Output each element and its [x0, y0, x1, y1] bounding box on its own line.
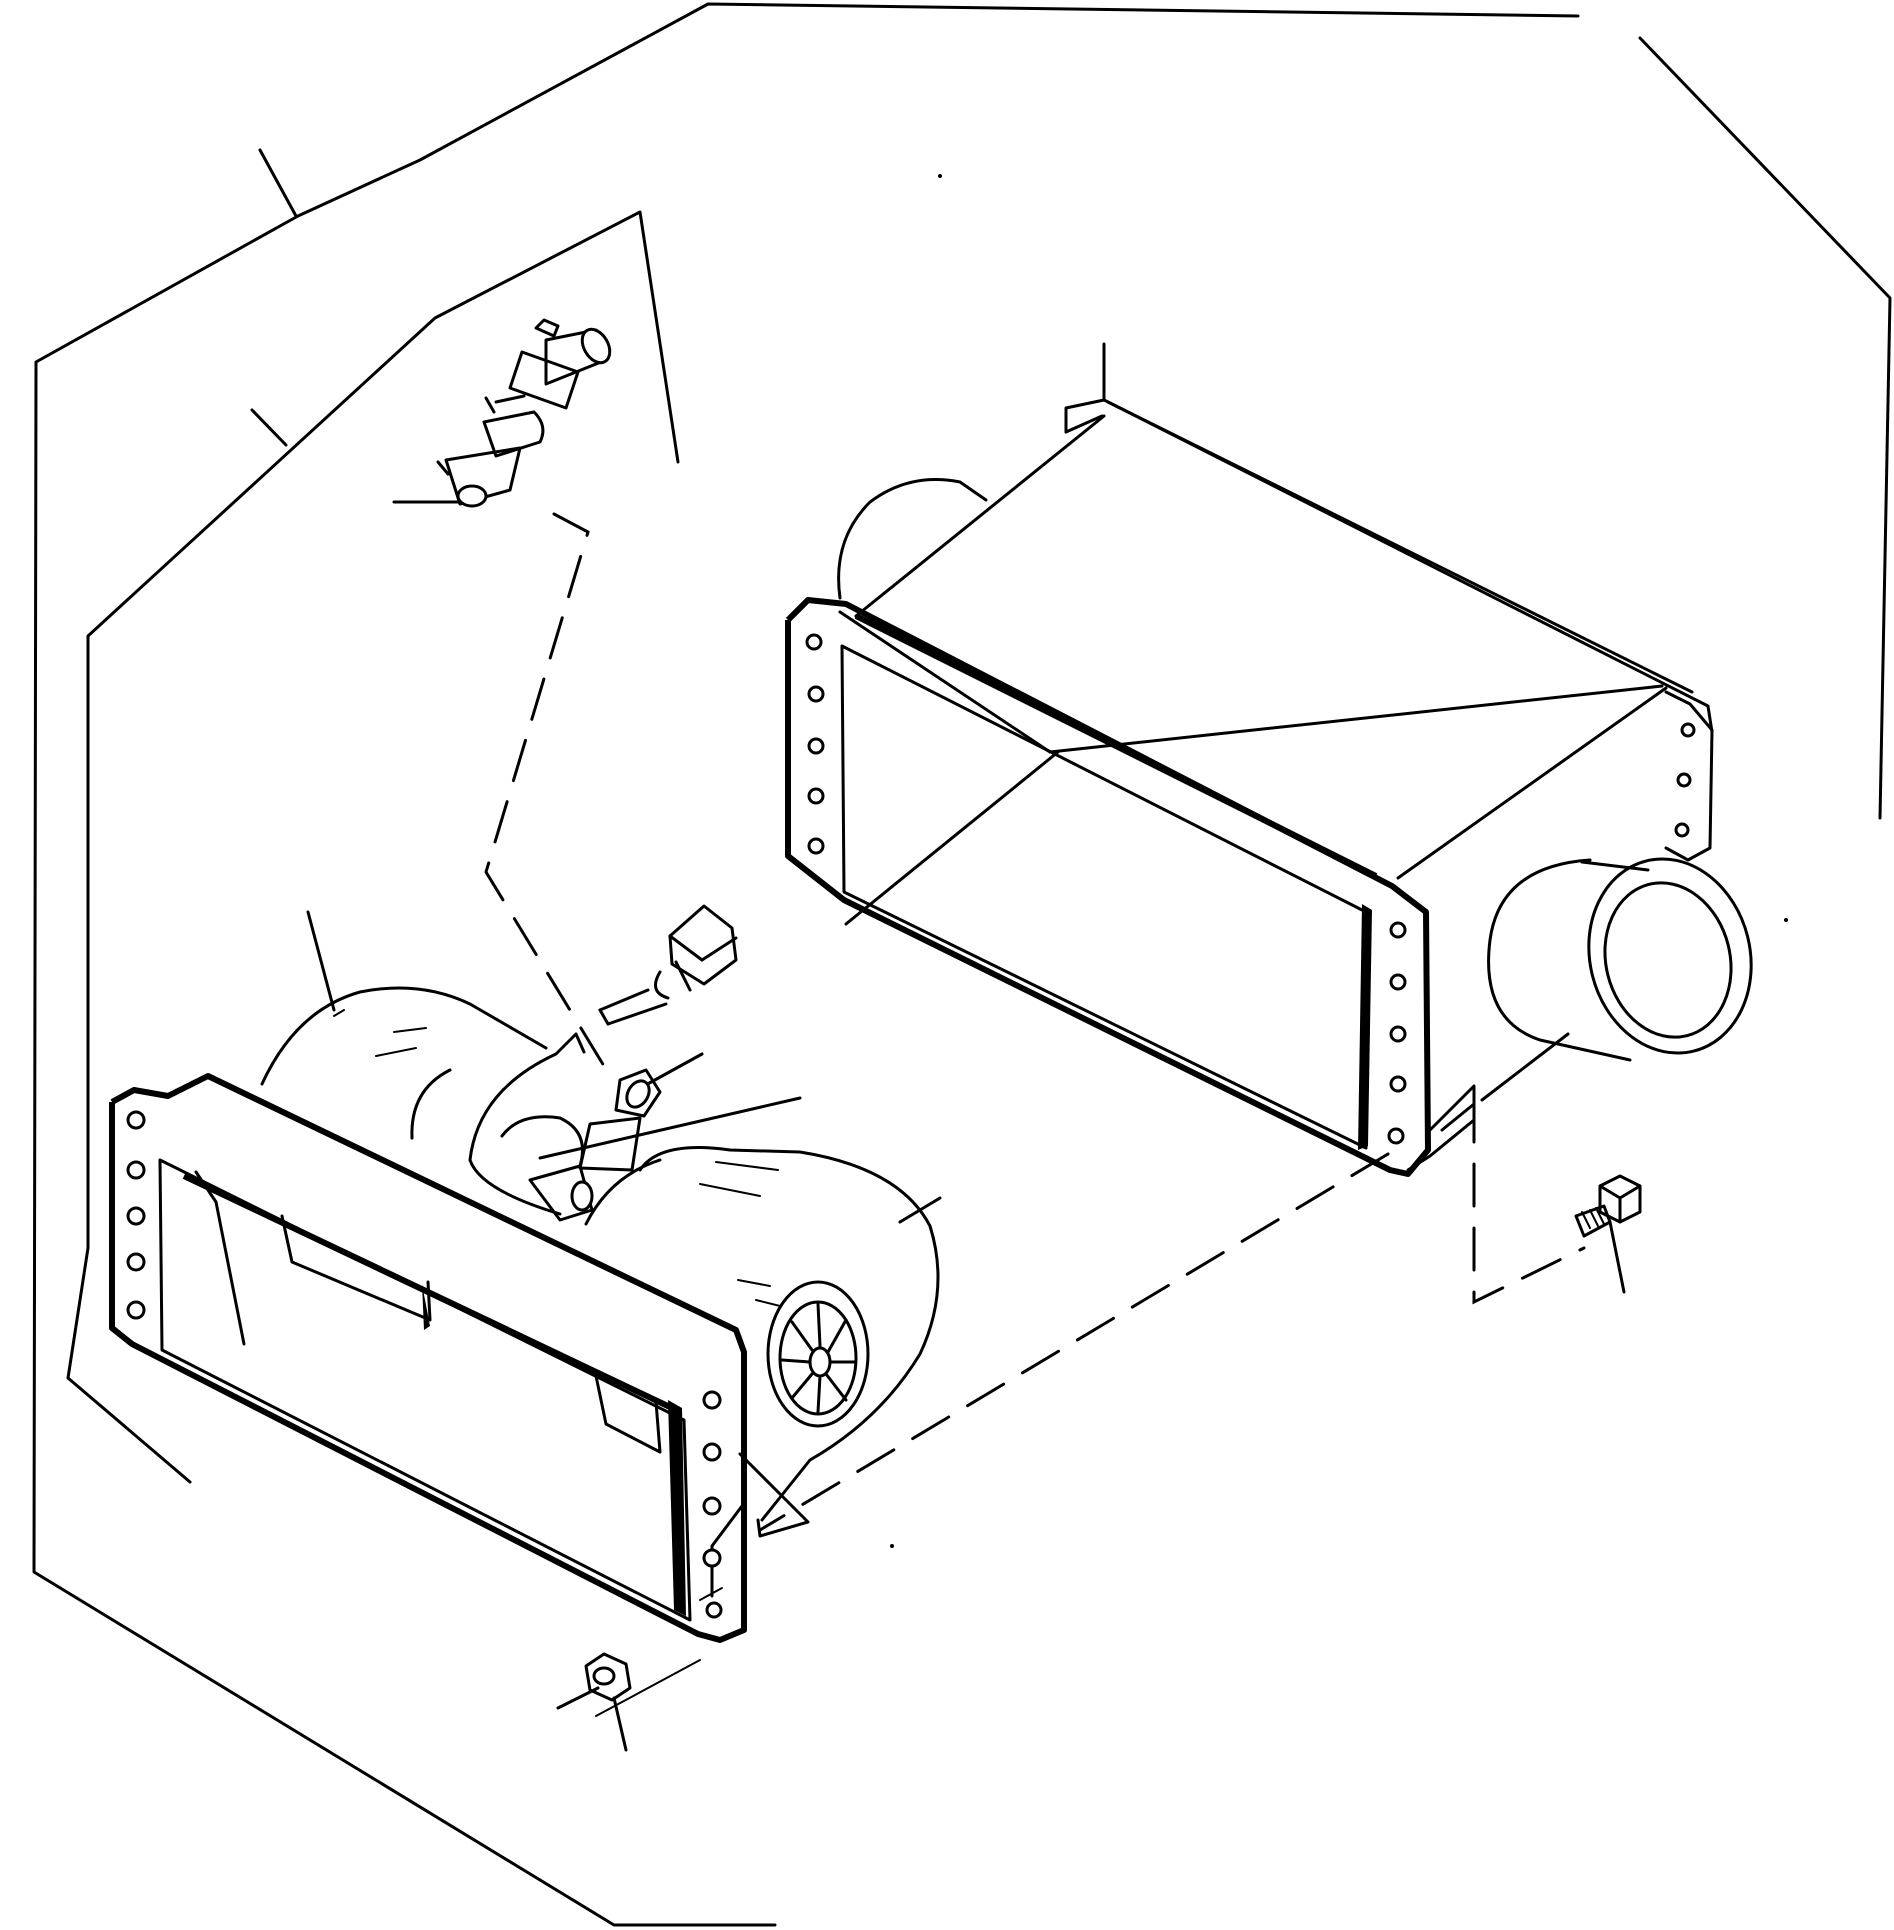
assembly-dash-lines	[484, 512, 1586, 1717]
leader-line	[306, 910, 336, 1012]
cap-screw	[1574, 1174, 1642, 1238]
hex-nut	[584, 1652, 632, 1702]
leader-line	[538, 1096, 802, 1160]
inner-group-boundary	[66, 210, 680, 1484]
flange-holes	[805, 633, 1696, 1145]
leader-line	[612, 1696, 628, 1752]
blower-flange-holes	[126, 1110, 723, 1619]
resistor-switch-assembly	[436, 318, 612, 508]
heater-box-duct	[785, 398, 1753, 1177]
outer-group-boundary	[32, 2, 1892, 1927]
leader-line	[250, 408, 288, 447]
blower-housing-assembly	[109, 986, 940, 1643]
wire-connector	[598, 904, 738, 1026]
leader-line	[258, 148, 298, 218]
leader-line	[1608, 1220, 1626, 1294]
